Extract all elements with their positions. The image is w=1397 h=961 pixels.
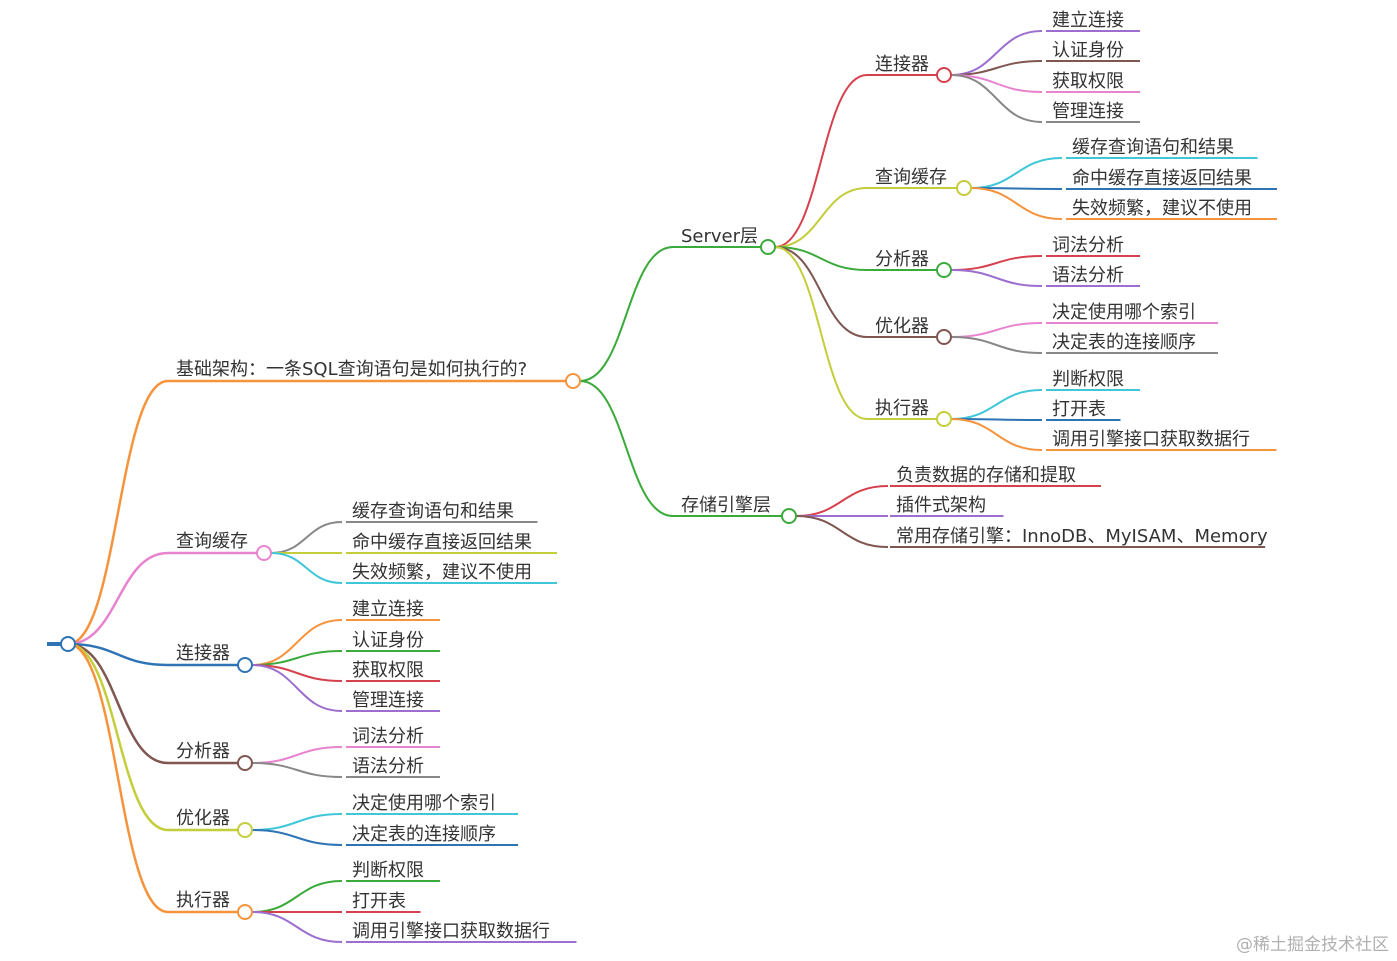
module-connector: [774, 246, 868, 420]
leaf-connector: [251, 664, 343, 712]
layer-node[interactable]: [760, 239, 776, 255]
branch-label-2[interactable]: 连接器: [176, 643, 230, 664]
leaf-label[interactable]: 失效频繁，建议不使用: [1072, 198, 1252, 219]
leaf-label[interactable]: 词法分析: [1052, 235, 1124, 256]
module-connector: [774, 74, 868, 248]
branch-label-5[interactable]: 执行器: [176, 890, 230, 911]
leaf-connector: [950, 269, 1043, 287]
module-node[interactable]: [936, 411, 952, 427]
module-label[interactable]: 执行器: [875, 398, 929, 419]
branch-label-4[interactable]: 优化器: [176, 808, 230, 829]
leaf-label[interactable]: 常用存储引擎：InnoDB、MyISAM、Memory: [896, 526, 1268, 547]
leaf-label[interactable]: 插件式架构: [896, 495, 986, 516]
leaf-connector: [270, 521, 343, 554]
branch-label-3[interactable]: 分析器: [176, 741, 230, 762]
layer-connector: [579, 380, 674, 517]
leaf-connector: [950, 74, 1043, 123]
leaf-connector: [251, 911, 343, 943]
branch-node[interactable]: [237, 657, 253, 673]
leaf-connector: [795, 485, 889, 517]
module-connector: [774, 246, 868, 271]
module-label[interactable]: 优化器: [875, 316, 929, 337]
leaf-connector: [950, 60, 1043, 76]
leaf-connector: [970, 157, 1063, 189]
leaf-label[interactable]: 词法分析: [352, 726, 424, 747]
leaf-label[interactable]: 决定表的连接顺序: [352, 824, 496, 845]
branch-node[interactable]: [237, 904, 253, 920]
leaf-label[interactable]: 命中缓存直接返回结果: [352, 532, 532, 553]
leaf-label[interactable]: 判断权限: [352, 860, 424, 881]
leaf-connector: [950, 255, 1043, 271]
leaf-label[interactable]: 管理连接: [352, 690, 424, 711]
leaf-label[interactable]: 认证身份: [1052, 40, 1124, 61]
module-node[interactable]: [936, 67, 952, 83]
leaf-label[interactable]: 缓存查询语句和结果: [352, 501, 514, 522]
branch-label-1[interactable]: 查询缓存: [176, 531, 248, 552]
leaf-connector: [950, 322, 1043, 338]
leaf-connector: [251, 746, 343, 764]
leaf-label[interactable]: 决定表的连接顺序: [1052, 332, 1196, 353]
leaf-connector: [950, 30, 1043, 76]
leaf-connector: [270, 552, 343, 584]
branch-connector: [67, 642, 169, 765]
leaf-label[interactable]: 打开表: [1052, 399, 1106, 420]
module-label[interactable]: 连接器: [875, 54, 929, 75]
leaf-label[interactable]: 决定使用哪个索引: [1052, 302, 1196, 323]
leaf-connector: [251, 762, 343, 778]
leaf-connector: [950, 389, 1043, 420]
module-label[interactable]: 查询缓存: [875, 167, 947, 188]
layer-label-0[interactable]: Server层: [681, 226, 758, 247]
layer-node[interactable]: [781, 508, 797, 524]
branch-connector: [67, 642, 169, 914]
leaf-label[interactable]: 命中缓存直接返回结果: [1072, 168, 1252, 189]
leaf-label[interactable]: 建立连接: [1052, 10, 1124, 31]
leaf-connector: [950, 336, 1043, 354]
leaf-label[interactable]: 决定使用哪个索引: [352, 793, 496, 814]
branch-node[interactable]: [256, 545, 272, 561]
root-node[interactable]: [60, 636, 76, 652]
leaf-connector: [795, 515, 889, 548]
leaf-label[interactable]: 打开表: [352, 891, 406, 912]
leaf-label[interactable]: 判断权限: [1052, 369, 1124, 390]
module-node[interactable]: [956, 180, 972, 196]
module-node[interactable]: [936, 262, 952, 278]
leaf-connector: [970, 187, 1063, 220]
branch-connector: [67, 379, 169, 646]
leaf-label[interactable]: 调用引擎接口获取数据行: [352, 921, 550, 942]
leaf-connector: [251, 829, 343, 846]
leaf-label[interactable]: 缓存查询语句和结果: [1072, 137, 1234, 158]
leaf-label[interactable]: 语法分析: [352, 756, 424, 777]
leaf-label[interactable]: 调用引擎接口获取数据行: [1052, 429, 1250, 450]
branch-connector: [67, 551, 169, 646]
leaf-label[interactable]: 获取权限: [1052, 71, 1124, 92]
module-connector: [774, 187, 868, 248]
layer-connector: [579, 246, 674, 382]
leaf-connector: [251, 880, 343, 913]
leaf-label[interactable]: 失效频繁，建议不使用: [352, 562, 532, 583]
watermark: @稀土掘金技术社区: [1236, 935, 1389, 955]
leaf-label[interactable]: 建立连接: [352, 599, 424, 620]
leaf-label[interactable]: 负责数据的存储和提取: [896, 465, 1076, 486]
branch-connector: [67, 642, 169, 667]
branch-node[interactable]: [237, 755, 253, 771]
branch-label-0[interactable]: 基础架构：一条SQL查询语句是如何执行的?: [176, 359, 527, 380]
leaf-connector: [251, 619, 343, 666]
branch-node[interactable]: [565, 373, 581, 389]
connector-lines: [47, 30, 1277, 943]
module-label[interactable]: 分析器: [875, 249, 929, 270]
leaf-connector: [950, 418, 1043, 451]
module-node[interactable]: [936, 329, 952, 345]
leaf-label[interactable]: 语法分析: [1052, 265, 1124, 286]
leaf-connector: [251, 813, 343, 831]
leaf-label[interactable]: 认证身份: [352, 630, 424, 651]
nodes: 基础架构：一条SQL查询语句是如何执行的?Server层连接器建立连接认证身份获…: [60, 10, 1268, 942]
leaf-label[interactable]: 获取权限: [352, 660, 424, 681]
module-connector: [774, 246, 868, 338]
branch-connector: [67, 642, 169, 832]
branch-node[interactable]: [237, 822, 253, 838]
layer-label-1[interactable]: 存储引擎层: [681, 495, 771, 516]
leaf-label[interactable]: 管理连接: [1052, 101, 1124, 122]
